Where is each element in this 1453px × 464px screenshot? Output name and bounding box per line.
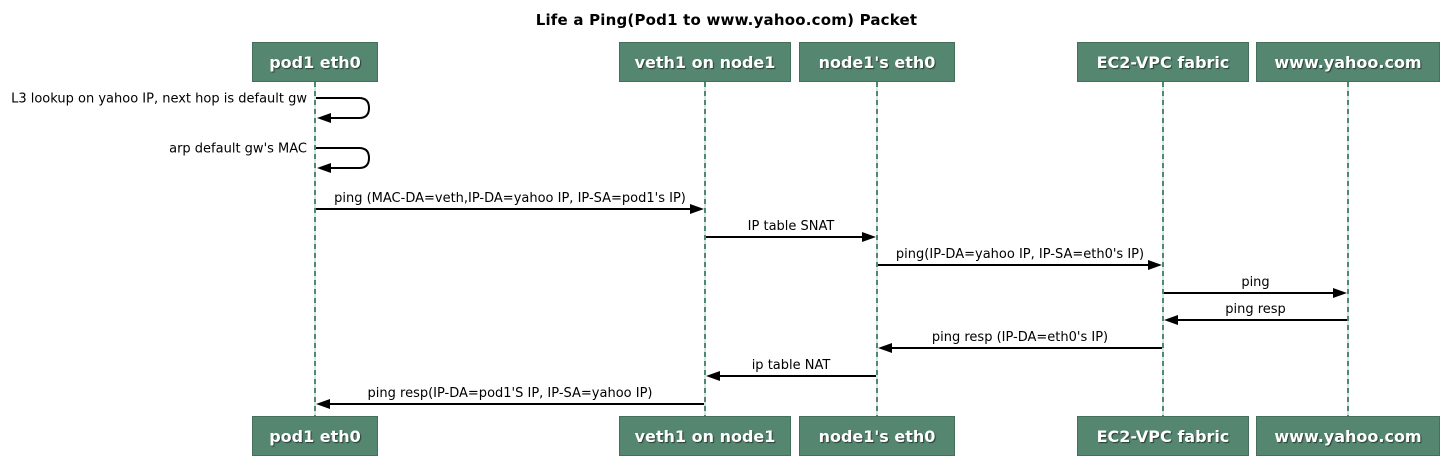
self-message-label-1: arp default gw's MAC [169,141,307,157]
message-arrowhead-6 [1164,315,1178,325]
participant-box-top-yahoo: www.yahoo.com [1256,42,1440,82]
message-label-9: ping resp(IP-DA=pod1'S IP, IP-SA=yahoo I… [367,386,653,401]
participant-box-bottom-yahoo: www.yahoo.com [1256,416,1440,456]
participant-box-top-ec2-vpc: EC2-VPC fabric [1077,42,1249,82]
self-message-arrowhead-0 [317,113,331,123]
message-arrowhead-5 [1333,288,1347,298]
participant-box-bottom-node1-eth0: node1's eth0 [799,416,955,456]
participant-box-bottom-ec2-vpc: EC2-VPC fabric [1077,416,1249,456]
message-arrowhead-9 [316,399,330,409]
diagram-title: Life a Ping(Pod1 to www.yahoo.com) Packe… [535,11,918,29]
message-label-7: ping resp (IP-DA=eth0's IP) [931,330,1109,345]
self-message-label-0: L3 lookup on yahoo IP, next hop is defau… [11,91,307,107]
message-label-4: ping(IP-DA=yahoo IP, IP-SA=eth0's IP) [895,247,1145,262]
lifeline-ec2-vpc [1162,82,1164,416]
lifeline-veth1-node1 [704,82,706,416]
lifeline-node1-eth0 [876,82,878,416]
message-label-8: ip table NAT [751,358,831,373]
message-arrowhead-2 [690,204,704,214]
lifeline-pod1-eth0 [314,82,316,416]
message-label-6: ping resp [1225,302,1286,317]
message-arrowhead-8 [706,371,720,381]
participant-box-bottom-pod1-eth0: pod1 eth0 [252,416,378,456]
message-arrowhead-3 [862,232,876,242]
participant-box-top-node1-eth0: node1's eth0 [799,42,955,82]
message-label-5: ping [1241,275,1270,290]
self-message-arrowhead-1 [317,163,331,173]
message-label-2: ping (MAC-DA=veth,IP-DA=yahoo IP, IP-SA=… [334,191,686,206]
participant-box-bottom-veth1-node1: veth1 on node1 [619,416,791,456]
self-message-arrow-0 [316,97,371,119]
message-arrowhead-4 [1148,260,1162,270]
self-message-arrow-1 [316,147,371,169]
participant-box-top-veth1-node1: veth1 on node1 [619,42,791,82]
lifeline-yahoo [1347,82,1349,416]
message-label-3: IP table SNAT [747,219,835,234]
participant-box-top-pod1-eth0: pod1 eth0 [252,42,378,82]
message-arrowhead-7 [878,343,892,353]
